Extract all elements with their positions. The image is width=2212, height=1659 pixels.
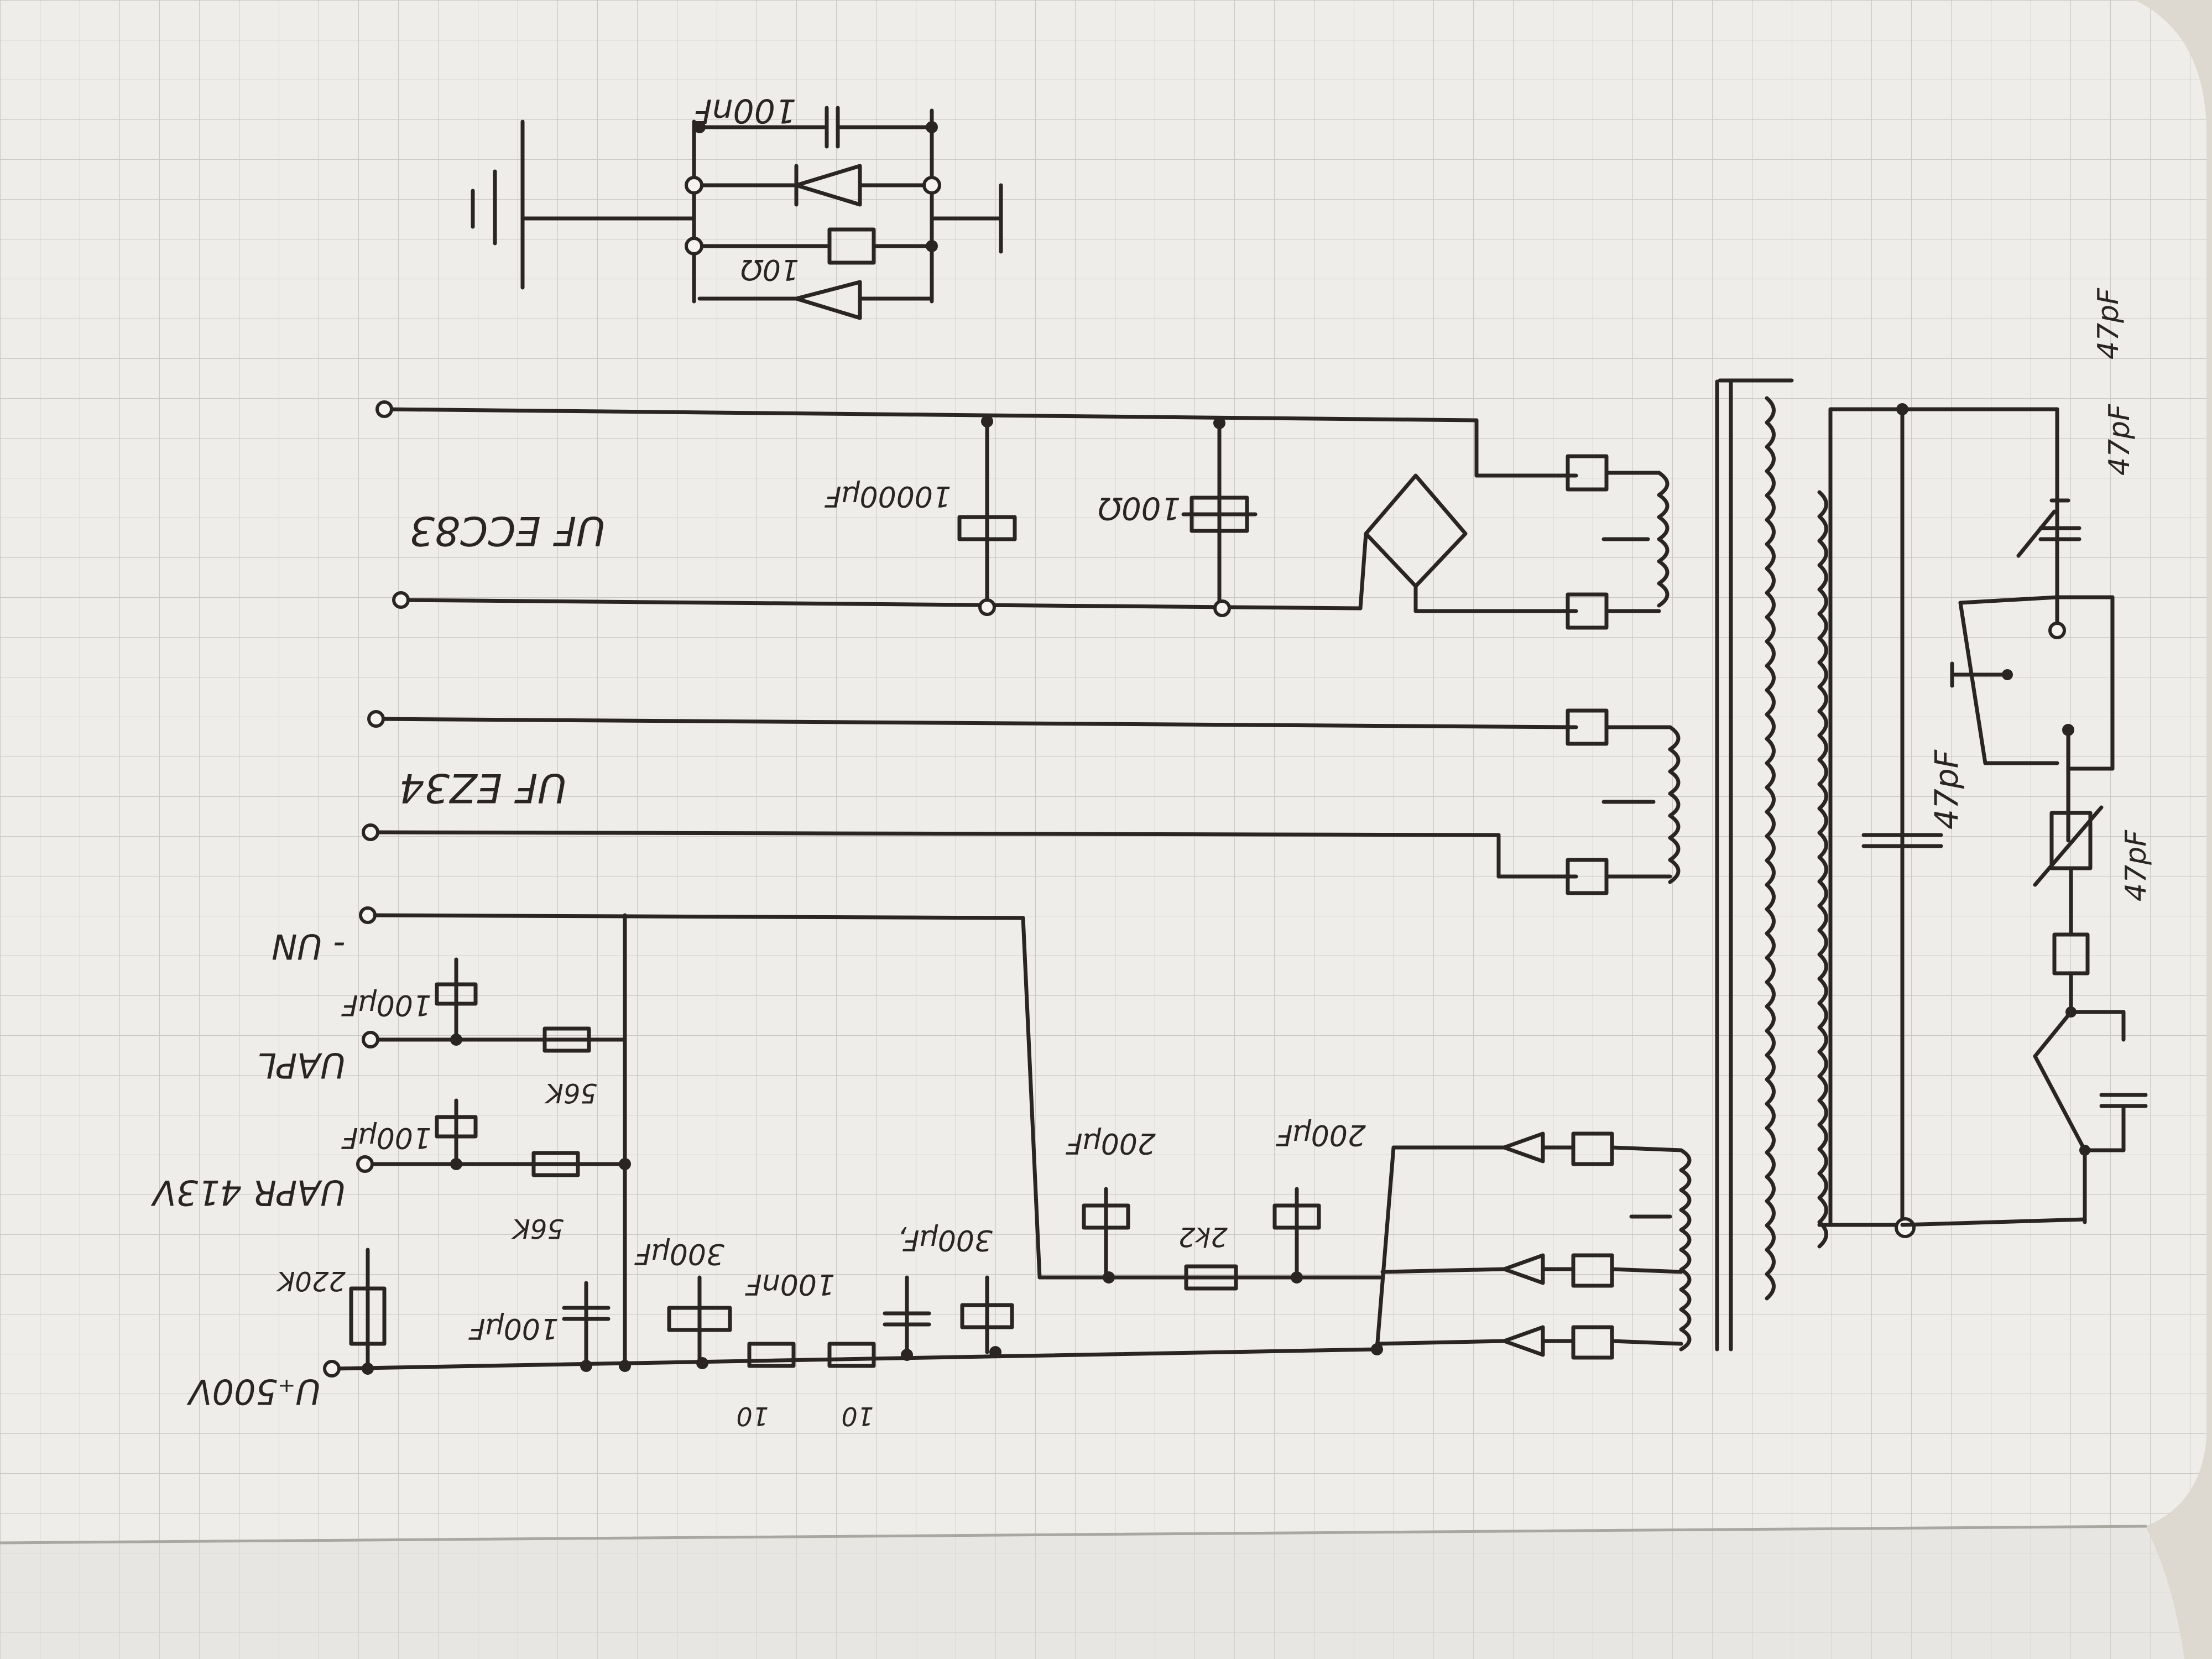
notebook-page-top-grid: [0, 0, 2206, 1543]
resistor-2k2: [1184, 1264, 1238, 1291]
primary-winding: [1817, 490, 1828, 1249]
label-100ohm: 100Ω: [1098, 490, 1181, 526]
label-10000uf: 10000μF: [824, 479, 951, 513]
capacitor-300uf: [667, 1306, 732, 1332]
secondary-winding-ecc83: [1657, 471, 1670, 608]
capacitor-100uf-c: [435, 982, 478, 1006]
label-100nf: 100nF: [745, 1267, 835, 1301]
resistor-220k: [349, 1286, 387, 1346]
label-300uf-b: 300μF,: [898, 1223, 993, 1256]
heater-subcircuit: [471, 106, 1003, 320]
label-10ohm: 10Ω: [740, 253, 799, 286]
label-uf-ecc83: UF ECC83: [409, 508, 606, 554]
switch-network: [1950, 407, 2148, 1224]
label-uf-ez34: UF EZ34: [399, 765, 567, 811]
page-fold-line: [0, 1525, 2147, 1545]
resistor-10-b: [827, 1342, 876, 1368]
label-47pf-b: 47pF: [2092, 288, 2125, 359]
resistor-10-a: [747, 1342, 796, 1368]
secondary-winding-ez34: [1668, 725, 1681, 884]
toggle-switch-a: [2016, 509, 2057, 558]
label-200uf-b: 200μF: [1276, 1118, 1366, 1151]
resistor-56k-b: [542, 1026, 591, 1053]
ecc83-heater-supply: [375, 400, 1670, 630]
resistor-56k-a: [531, 1151, 580, 1177]
notebook-page-bottom-grid: [0, 1526, 2184, 1659]
label-300uf: 300μF: [634, 1237, 724, 1270]
ht-supply: [323, 906, 1692, 1378]
label-47pf-d: 47pF: [2120, 830, 2153, 901]
label-56k-b: 56K: [544, 1077, 597, 1108]
power-transformer: [1715, 378, 2087, 1352]
label-100uf-b: 100μF: [341, 1121, 431, 1154]
label-47pf-a: 47pF: [1928, 749, 1965, 830]
label-220k: 220K: [275, 1265, 346, 1296]
label-uapr: UAPR 413V: [150, 1172, 346, 1213]
transformer-core-winding: [1765, 396, 1776, 1301]
label-200uf-a: 200μF: [1066, 1126, 1156, 1160]
label-100uf-a: 100μF: [468, 1312, 559, 1345]
bridge-rectifier: [1364, 473, 1468, 588]
ez34-heater-supply: [362, 708, 1681, 895]
toggle-switch-b: [2033, 1010, 2073, 1058]
label-u-supply: U₊500V: [186, 1371, 321, 1412]
label-2k2: 2k2: [1178, 1221, 1228, 1252]
secondary-winding-ht: [1679, 1148, 1692, 1352]
label-100uf-c: 100μF: [341, 988, 431, 1021]
label-u-minus: - UN: [272, 926, 346, 967]
label-100nf-top: 100nF: [692, 91, 796, 130]
label-uapl: UAPL: [257, 1045, 346, 1086]
capacitor-100uf-b: [435, 1115, 478, 1139]
label-47pf-c: 47pF: [2103, 404, 2136, 476]
label-56k-a: 56K: [511, 1213, 564, 1244]
label-10-b: 10: [841, 1401, 874, 1431]
capacitor-300uf-b: [960, 1303, 1014, 1329]
label-10-a: 10: [736, 1401, 769, 1431]
